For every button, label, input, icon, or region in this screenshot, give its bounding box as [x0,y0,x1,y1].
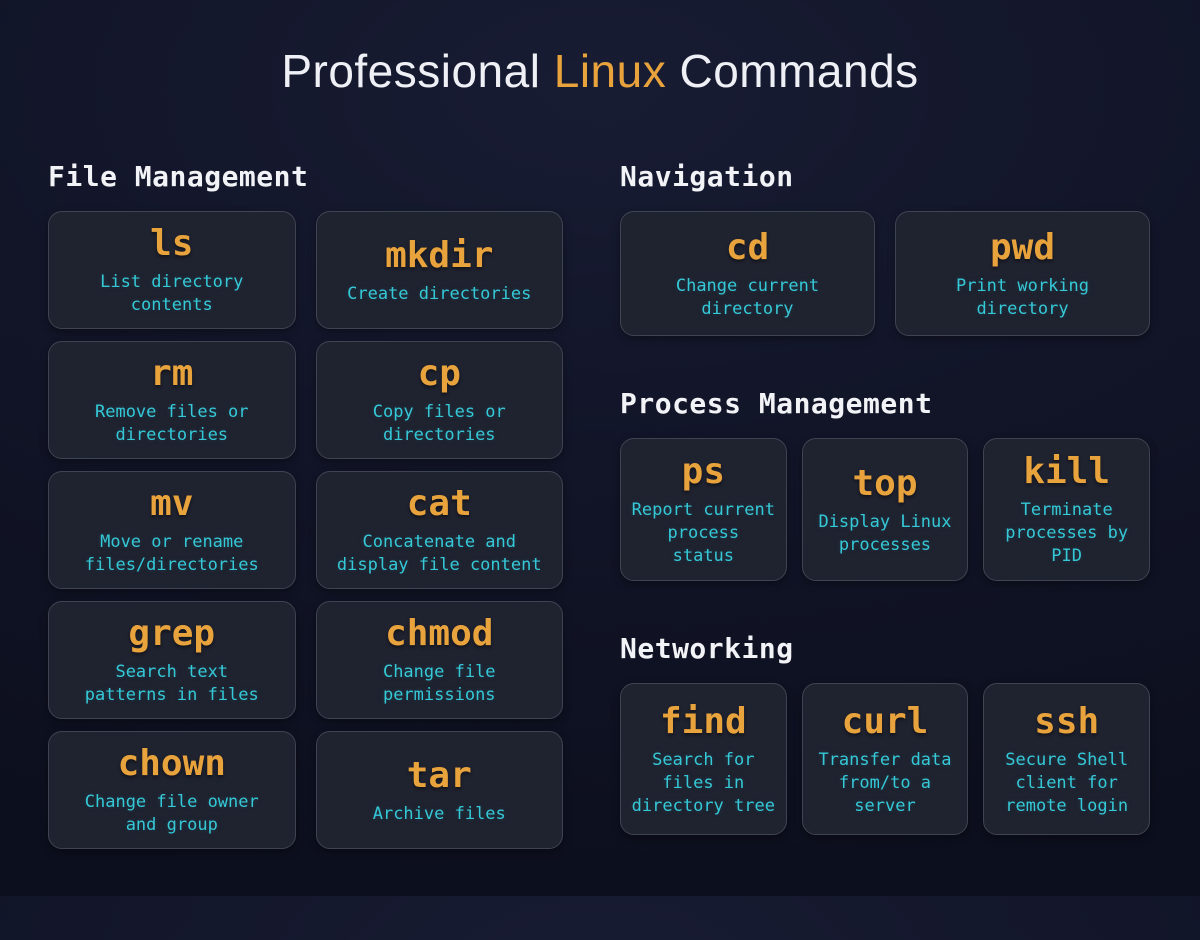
command-name: pwd [989,226,1056,268]
command-name: ps [681,451,725,493]
command-card-curl: curl Transfer data from/to a server [801,683,969,836]
command-description: Print working directory [955,275,1090,319]
command-description: Create directories [347,283,532,304]
command-description: Change file owner and group [84,792,259,836]
command-description: Transfer data from/to a server [818,749,952,816]
right-column: Navigation cd Change current directory p… [620,161,1150,849]
command-name: ls [150,223,194,265]
command-name: chown [117,743,226,785]
command-card-pwd: pwd Print working directory [895,211,1150,337]
command-name: find [659,700,747,742]
command-description: Secure Shell client for remote login [1005,749,1129,816]
command-name: cat [406,483,472,525]
command-card-ls: ls List directory contents [48,211,296,330]
command-description: Search text patterns in files [84,662,259,706]
section-title-process-management: Process Management [620,387,933,421]
command-card-cp: cp Copy files or directories [315,341,563,460]
command-card-mkdir: mkdir Create directories [315,211,563,330]
section-navigation: Navigation cd Change current directory p… [620,160,1150,337]
title-suffix: Commands [679,45,919,97]
command-name: tar [406,754,472,796]
section-title-navigation: Navigation [620,160,794,194]
command-description: Concatenate and display file content [336,532,542,576]
command-card-kill: kill Terminate processes by PID [983,438,1150,582]
page-title: Professional Linux Commands [0,44,1200,99]
command-card-tar: tar Archive files [315,731,563,850]
command-card-mv: mv Move or rename files/directories [48,471,296,590]
section-title-networking: Networking [620,632,794,666]
command-card-top: top Display Linux processes [801,438,969,582]
command-name: rm [150,353,194,395]
command-name: mv [150,483,194,525]
command-name: curl [841,700,929,742]
command-card-rm: rm Remove files or directories [48,341,296,460]
command-description: Display Linux processes [818,511,952,555]
command-name: cd [725,226,770,268]
title-highlight: Linux [553,45,667,97]
section-title-file-management: File Management [48,160,309,194]
command-name: top [852,462,918,504]
command-card-find: find Search for files in directory tree [620,683,787,836]
command-name: kill [1023,451,1111,493]
command-card-ps: ps Report current process status [620,438,787,582]
section-process-management: Process Management ps Report current pro… [620,387,1150,582]
command-card-cd: cd Change current directory [620,211,875,337]
command-description: Archive files [372,803,506,824]
command-description: Copy files or directories [372,402,506,446]
command-name: cp [417,353,461,395]
file-management-card-grid: ls List directory contents mkdir Create … [48,211,563,850]
section-networking: Networking find Search for files in dire… [620,632,1150,836]
command-card-cat: cat Concatenate and display file content [315,471,563,590]
command-description: Change current directory [675,275,820,319]
command-description: Remove files or directories [94,402,249,446]
command-description: Move or rename files/directories [84,532,259,576]
command-description: Report current process status [631,500,775,567]
content-area: File Management ls List directory conten… [0,160,1200,850]
command-name: chmod [385,613,494,655]
command-card-chmod: chmod Change file permissions [315,601,563,720]
command-card-chown: chown Change file owner and group [48,731,296,850]
command-name: ssh [1034,700,1100,742]
command-description: Change file permissions [382,662,496,706]
title-prefix: Professional [281,45,541,97]
left-column: File Management ls List directory conten… [48,160,563,850]
command-name: mkdir [385,234,494,276]
command-description: List directory contents [100,272,244,316]
navigation-card-grid: cd Change current directory pwd Print wo… [620,211,1150,337]
process-management-card-grid: ps Report current process status top Dis… [620,438,1150,582]
command-card-ssh: ssh Secure Shell client for remote login [983,683,1150,836]
networking-card-grid: find Search for files in directory tree … [620,683,1150,836]
command-description: Search for files in directory tree [631,749,775,816]
command-description: Terminate processes by PID [1005,500,1129,567]
section-file-management: File Management ls List directory conten… [48,160,563,850]
command-card-grep: grep Search text patterns in files [48,601,296,720]
command-name: grep [128,613,216,655]
